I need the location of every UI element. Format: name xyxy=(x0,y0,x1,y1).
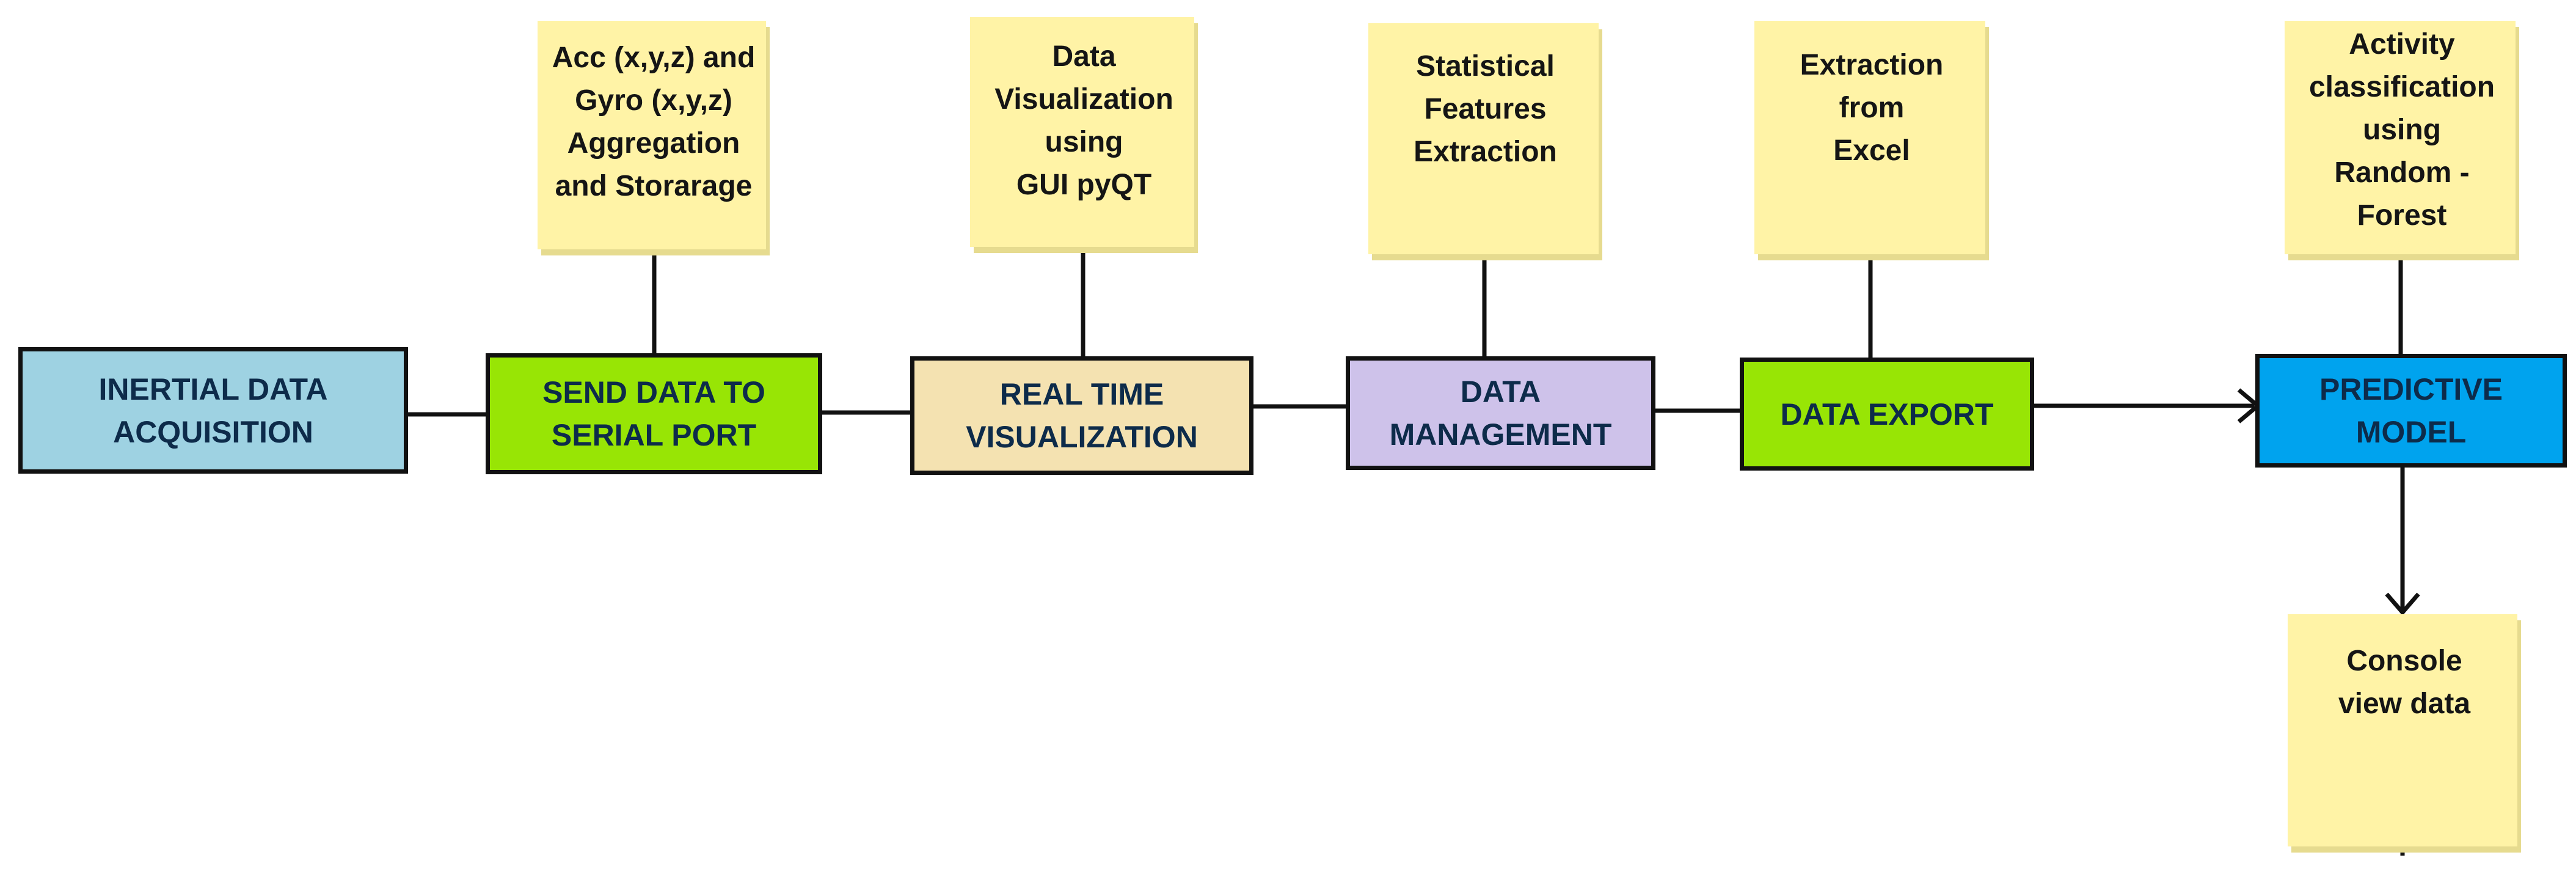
note-excel-text: Extraction from Excel xyxy=(1800,49,1944,167)
sticky-note-stack xyxy=(538,21,770,255)
sticky-sheet-front xyxy=(1368,23,1599,254)
note-classification-text: Activity classification using Random - F… xyxy=(2308,28,2495,232)
note-console-text: Console view data xyxy=(2338,645,2471,720)
box-data-export: DATA EXPORT xyxy=(1740,358,2034,471)
sticky-note-stack xyxy=(970,17,1198,253)
sticky-note-console: Console view data xyxy=(2288,614,2521,853)
box-inertial-label: INERTIAL DATA ACQUISITION xyxy=(98,372,328,449)
box-data-management: DATA MANAGEMENT xyxy=(1346,356,1655,470)
box-predictive-model: PREDICTIVE MODEL xyxy=(2255,354,2567,468)
box-export-label: DATA EXPORT xyxy=(1780,397,1994,431)
sticky-note-excel: Extraction from Excel xyxy=(1754,21,1989,260)
sticky-note-aggregation: Acc (x,y,z) and Gyro (x,y,z) Aggregation… xyxy=(538,21,770,255)
box-serial-label: SEND DATA TO SERIAL PORT xyxy=(542,375,765,452)
note-visualization-text: Data Visualization using GUI pyQT xyxy=(994,40,1173,201)
sticky-sheet-front xyxy=(2288,614,2517,846)
sticky-note-visualization: Data Visualization using GUI pyQT xyxy=(970,17,1198,253)
box-inertial-data-acquisition: INERTIAL DATA ACQUISITION xyxy=(18,347,408,474)
sticky-sheet-front xyxy=(1754,21,1985,254)
box-predictive-label: PREDICTIVE MODEL xyxy=(2319,372,2503,449)
box-management-label: DATA MANAGEMENT xyxy=(1389,375,1612,452)
sticky-note-statistical: Statistical Features Extraction xyxy=(1368,23,1602,260)
sticky-note-stack xyxy=(2288,614,2521,853)
sticky-note-stack xyxy=(1754,21,1989,260)
sticky-sheet-front xyxy=(2285,21,2516,254)
sticky-note-classification: Activity classification using Random - F… xyxy=(2285,21,2519,260)
sticky-sheet-front xyxy=(538,21,766,249)
box-real-time-visualization: REAL TIME VISUALIZATION xyxy=(910,356,1253,475)
arrowhead-to-console xyxy=(2385,592,2420,616)
note-aggregation-text: Acc (x,y,z) and Gyro (x,y,z) Aggregation… xyxy=(552,42,756,202)
box-send-data-serial-port: SEND DATA TO SERIAL PORT xyxy=(486,353,822,474)
sticky-note-stack xyxy=(1368,23,1602,260)
sticky-note-stack xyxy=(2285,21,2519,260)
box-realtime-label: REAL TIME VISUALIZATION xyxy=(966,377,1198,454)
sticky-sheet-front xyxy=(970,17,1194,247)
note-statistical-text: Statistical Features Extraction xyxy=(1414,50,1557,168)
